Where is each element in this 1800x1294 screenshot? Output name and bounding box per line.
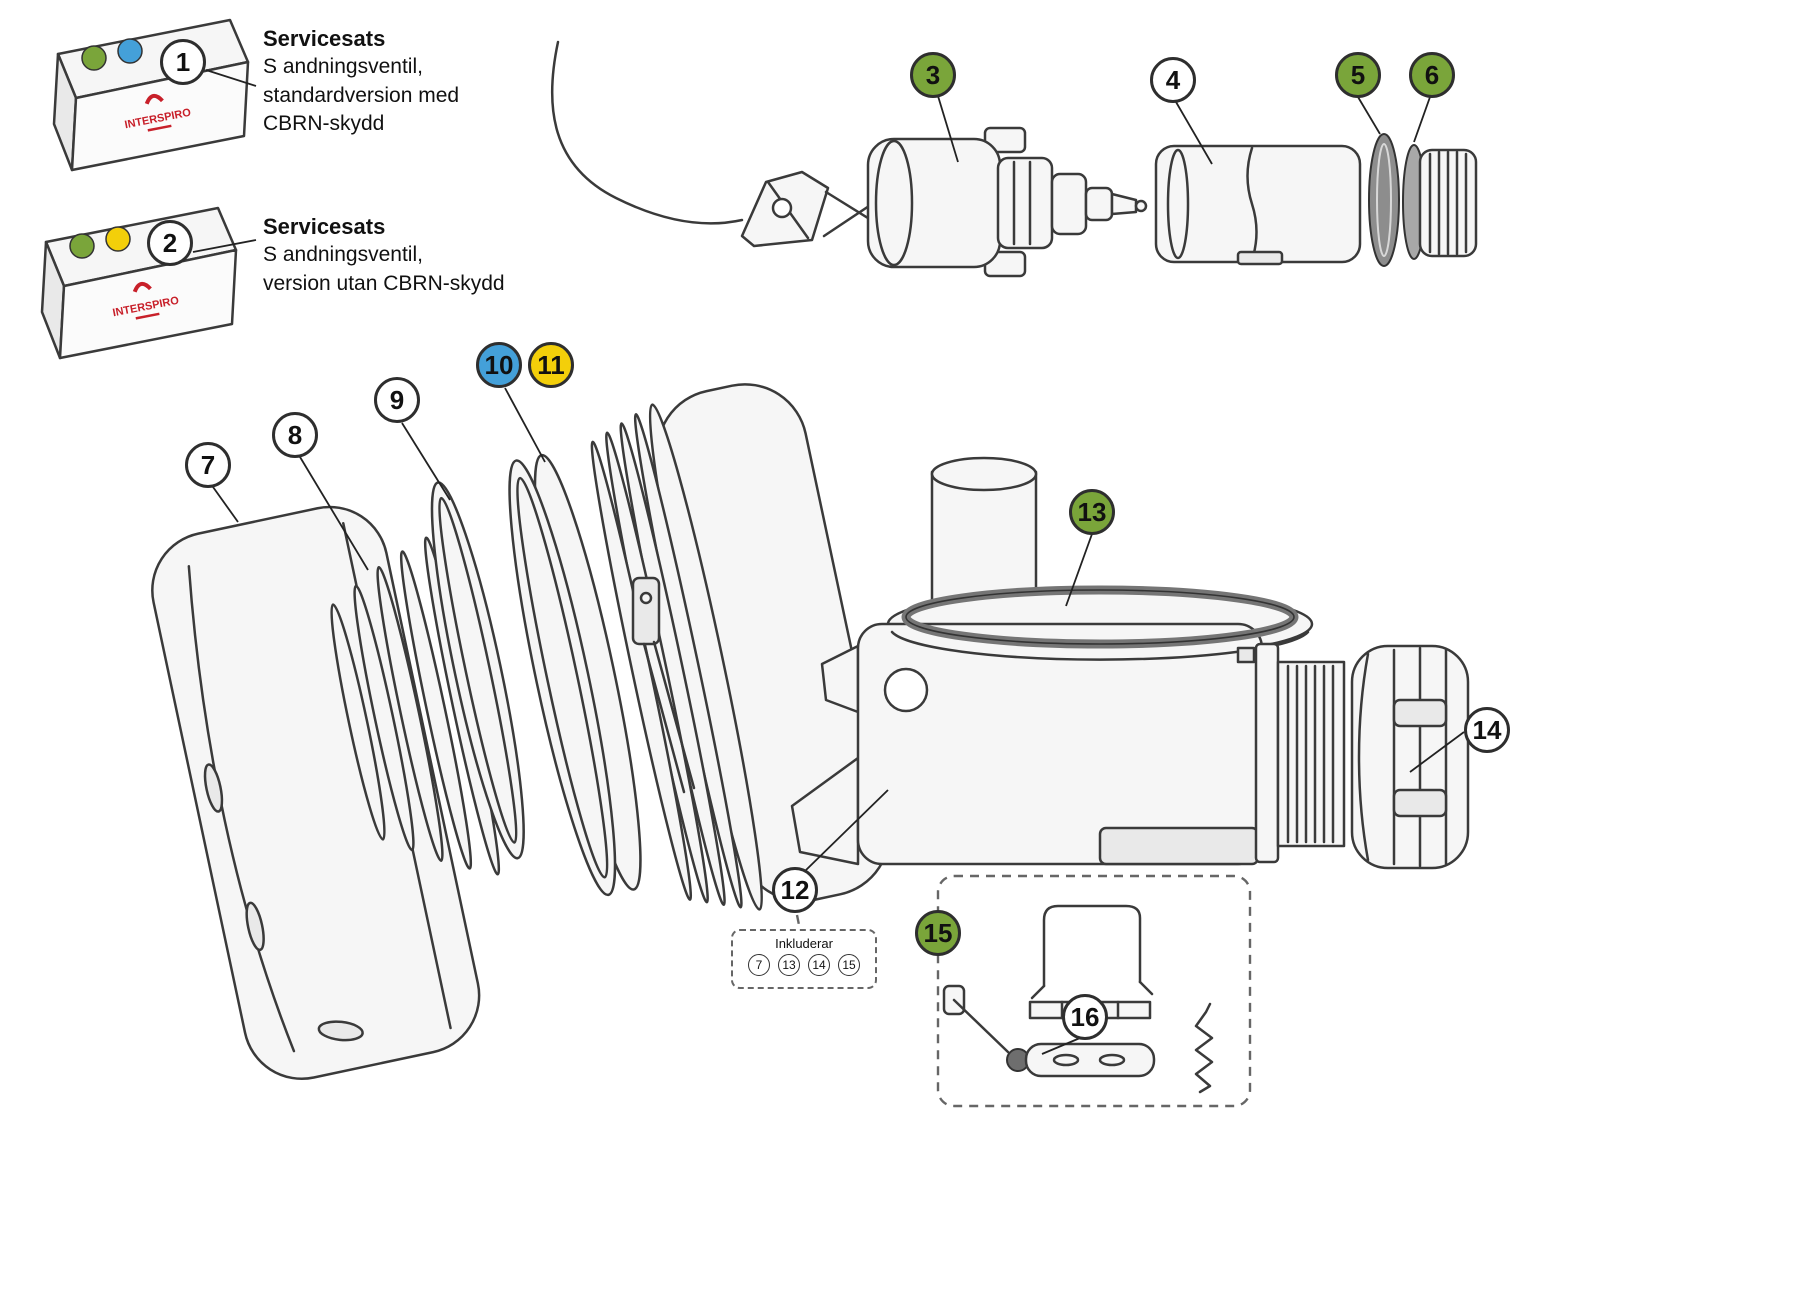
part-12-lever-detail: [631, 576, 696, 794]
includes-ref-13: 13: [778, 954, 800, 976]
kit-1-line: S andningsventil,: [263, 55, 423, 79]
includes-ref-7: 7: [748, 954, 770, 976]
callout-15: 15: [915, 910, 961, 956]
kit-2-title: Servicesats: [263, 214, 386, 239]
includes-ref-15: 15: [838, 954, 860, 976]
callout-9: 9: [374, 377, 420, 423]
includes-ref-14: 14: [808, 954, 830, 976]
part-9-ring: [430, 481, 525, 860]
part-15-detail-box: [936, 874, 1252, 1108]
includes-refs: 7 13 14 15: [748, 954, 860, 976]
part-8-spring-stack: [330, 536, 501, 876]
service-kit-box-1: INTERSPIRO: [52, 18, 257, 172]
callout-7: 7: [185, 442, 231, 488]
kit-1-label: Servicesats S andningsventil, standardve…: [263, 24, 593, 138]
callout-6: 6: [1409, 52, 1455, 98]
callout-11: 11: [528, 342, 574, 388]
part-4-thread: [1418, 148, 1478, 258]
clip-bracket: [1042, 904, 1142, 988]
part-5-oring: [1368, 133, 1400, 267]
part-13-oring: [901, 585, 1299, 649]
kit2-dot-yellow: [105, 226, 131, 252]
part-14-nut: [1350, 644, 1470, 870]
callout-13: 13: [1069, 489, 1115, 535]
part-4-housing-tube: [1154, 144, 1362, 266]
callout-4: 4: [1150, 57, 1196, 103]
callout-3: 3: [910, 52, 956, 98]
callout-5: 5: [1335, 52, 1381, 98]
kit-2-label: Servicesats S andningsventil, version ut…: [263, 212, 603, 298]
leader-lines: [212, 95, 1465, 1055]
kit-2-line: version utan CBRN-skydd: [263, 271, 505, 295]
callout-8: 8: [272, 412, 318, 458]
includes-label: Inkluderar: [775, 936, 833, 951]
part-3-valve-assembly: [550, 40, 1148, 278]
kit-1-line: standardversion med: [263, 83, 460, 107]
callout-14: 14: [1464, 707, 1510, 753]
callout-12: 12: [772, 867, 818, 913]
kit1-dot-green: [81, 45, 107, 71]
kit-1-title: Servicesats: [263, 26, 386, 51]
callout-16: 16: [1062, 994, 1108, 1040]
kit2-dot-green: [69, 233, 95, 259]
kit-1-line: CBRN-skydd: [263, 111, 385, 135]
callout-2: 2: [147, 220, 193, 266]
service-kit-box-2: INTERSPIRO: [40, 206, 257, 360]
kit-2-line: S andningsventil,: [263, 243, 423, 267]
includes-box: Inkluderar 7 13 14 15: [731, 929, 877, 989]
callout-10: 10: [476, 342, 522, 388]
callout-1: 1: [160, 39, 206, 85]
spring: [1194, 1002, 1214, 1094]
kit1-dot-blue: [117, 38, 143, 64]
part-16-lever: [942, 984, 1156, 1078]
